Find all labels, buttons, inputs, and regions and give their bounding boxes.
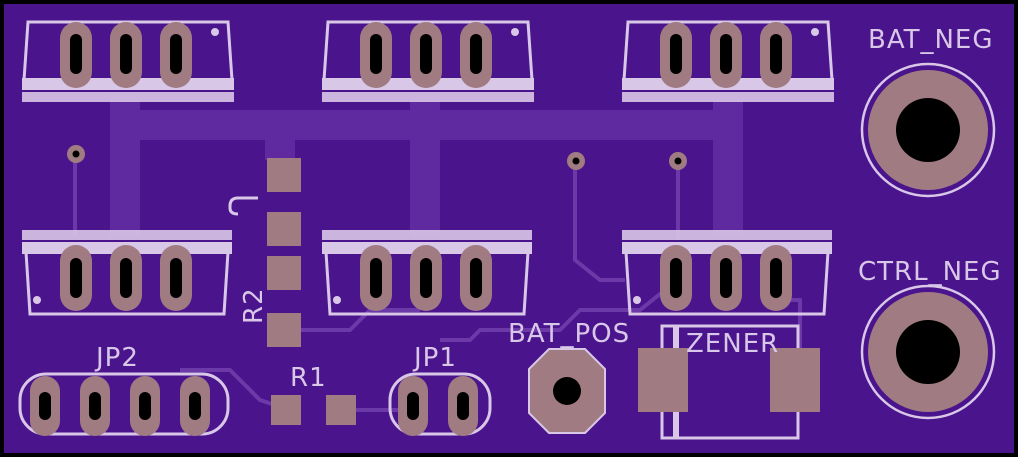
capacitor-c-footprint [228,158,301,246]
resistor-r1-footprint [271,395,356,425]
label-r2: R2 [239,287,269,324]
transistor-top-left [22,20,234,102]
transistor-top-middle [322,20,534,102]
transistor-mid-right [622,230,832,316]
label-bat-neg: BAT_NEG [868,25,994,55]
label-jp1: JP1 [412,343,457,373]
bat-neg-pad [860,62,996,198]
transistor-mid-middle [322,230,532,316]
label-jp2: JP2 [94,343,139,373]
copper-traces [110,100,743,235]
bat-pos-pad [528,348,606,434]
jp2-header [18,372,230,436]
transistor-mid-left [22,230,232,316]
label-r1: R1 [290,363,327,393]
label-zener: ZENER [686,329,779,359]
transistor-top-right [622,20,834,102]
signal-traces [73,155,802,412]
vias [67,145,687,170]
resistor-r2-footprint [267,256,301,347]
jp1-header [388,372,492,436]
label-bat-pos: BAT_POS [508,319,630,349]
zener-footprint [638,324,820,440]
ctrl-neg-pad [860,284,996,420]
label-ctrl-neg: CTRL_NEG [858,257,1002,287]
